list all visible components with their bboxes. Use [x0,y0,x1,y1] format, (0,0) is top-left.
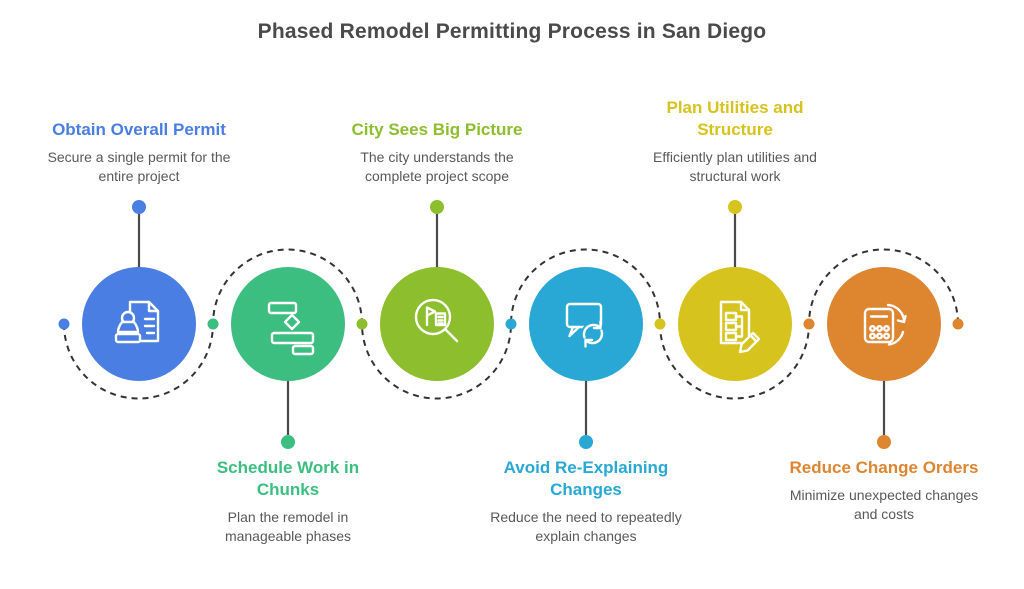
wave-dot-2-3 [356,318,368,330]
step-label-4: Avoid Re-Explaining Changes Reduce the n… [476,457,696,546]
step-circle-5 [678,267,792,381]
wave-dot-start [58,318,70,330]
step-heading: Plan Utilities and Structure [666,98,804,139]
stem-dot-1 [132,200,146,214]
timeline-dashed-path [63,248,959,400]
step-heading: Reduce Change Orders [789,458,979,477]
step-description: The city understands the complete projec… [360,149,514,184]
step-description: Reduce the need to repeatedly explain ch… [490,509,682,544]
step-circle-4 [529,267,643,381]
building-search-icon [414,298,459,343]
step-heading: City Sees Big Picture [351,120,523,139]
stem-dot-6 [877,435,891,449]
step-description: Plan the remodel in manageable phases [224,509,352,544]
chat-sync-icon [565,302,605,348]
step-label-5: Plan Utilities and Structure Efficiently… [625,97,845,186]
step-circle-6 [827,267,941,381]
stem-dot-3 [430,200,444,214]
step-heading: Obtain Overall Permit [52,120,226,139]
page-title: Phased Remodel Permitting Process in San… [257,20,767,43]
step-label-2: Schedule Work in Chunks Plan the remodel… [178,457,398,546]
wave-dot-3-4 [505,318,517,330]
step-circle-2 [231,267,345,381]
step-circle-3 [380,267,494,381]
step-heading: Avoid Re-Explaining Changes [503,458,669,499]
stem-dot-2 [281,435,295,449]
step-description: Secure a single permit for the entire pr… [47,149,231,184]
wave-dot-end [952,318,964,330]
stem-dot-4 [579,435,593,449]
wave-dot-5-6 [803,318,815,330]
step-heading: Schedule Work in Chunks [216,458,360,499]
document-pencil-icon [719,300,761,354]
step-label-1: Obtain Overall Permit Secure a single pe… [29,119,249,186]
step-label-3: City Sees Big Picture The city understan… [327,119,547,186]
wave-dot-4-5 [654,318,666,330]
step-description: Minimize unexpected changes and costs [789,487,979,522]
stamp-document-icon [114,300,160,344]
step-description: Efficiently plan utilities and structura… [653,149,817,184]
step-circle-1 [82,267,196,381]
gantt-chart-icon [267,301,315,356]
stem-dot-5 [728,200,742,214]
wave-dot-1-2 [207,318,219,330]
step-label-6: Reduce Change Orders Minimize unexpected… [774,457,994,524]
calculator-sync-icon [863,303,907,346]
